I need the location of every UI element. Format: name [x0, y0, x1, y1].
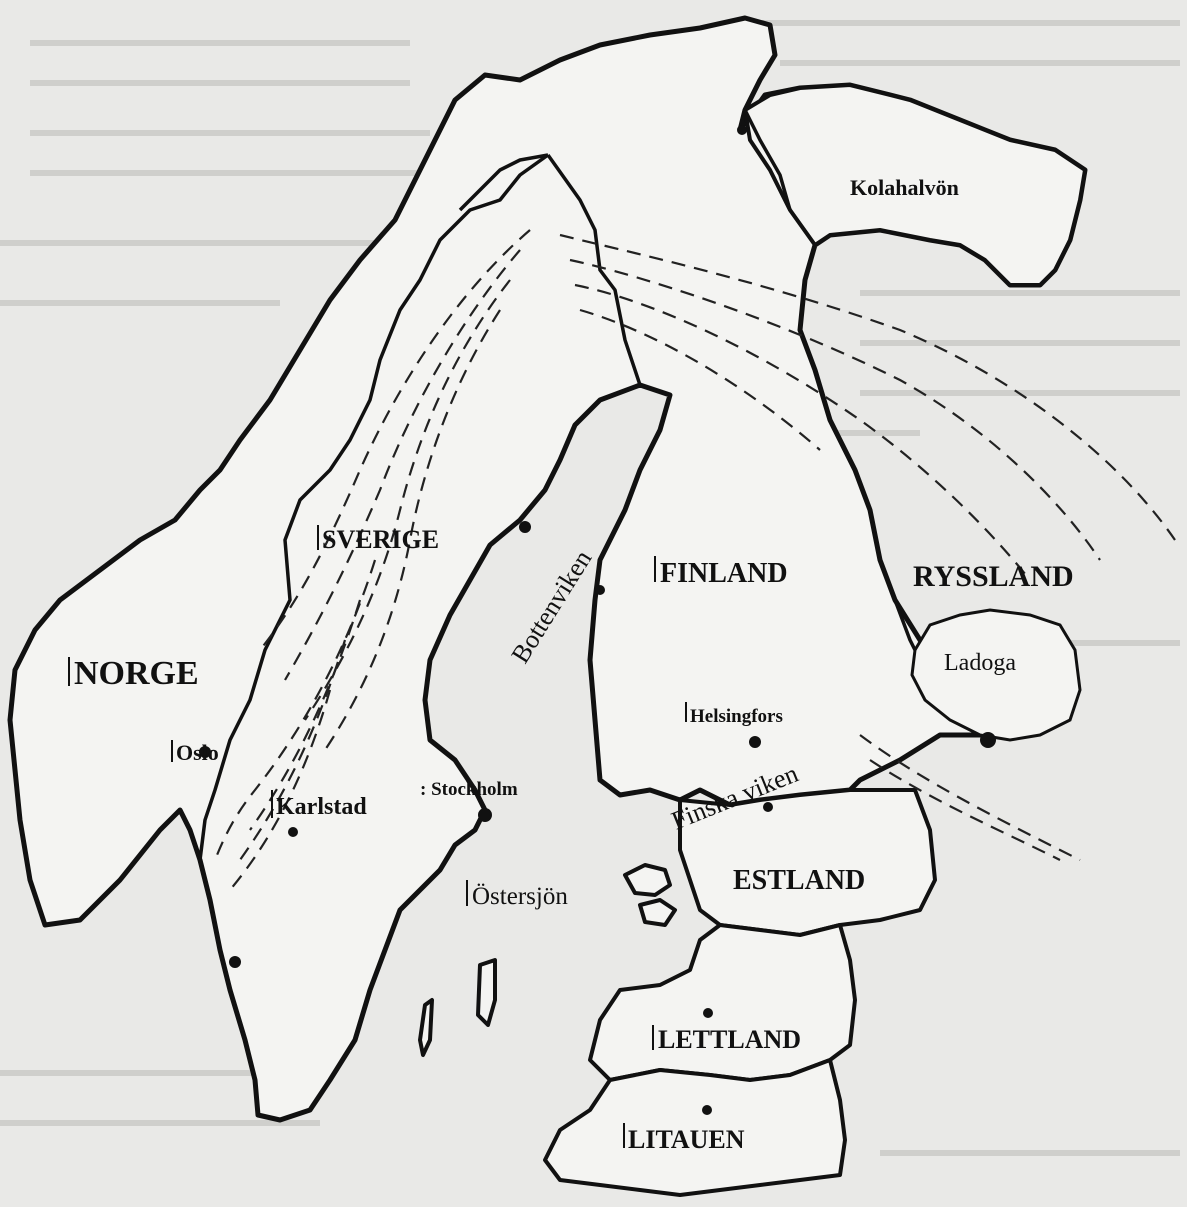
island-hiiumaa	[638, 898, 677, 927]
border-sweden-north	[458, 153, 549, 212]
label-helsingfors: Helsingfors	[690, 706, 783, 727]
label-ostersjon: Östersjön	[472, 883, 568, 910]
city-dot-stpetersburg	[980, 732, 996, 748]
estland-shape	[678, 788, 937, 937]
city-dot-vaasa	[595, 585, 605, 595]
label-bottenviken: Bottenviken	[505, 545, 597, 668]
island-gotland	[476, 958, 497, 1027]
lake-ladoga	[910, 608, 1082, 742]
city-dot-murmansk	[737, 125, 747, 135]
label-estland: ESTLAND	[733, 865, 865, 896]
city-dot-gothenburg	[229, 956, 241, 968]
city-markers	[199, 125, 996, 1115]
label-ladoga: Ladoga	[944, 650, 1016, 676]
litauen-shape	[543, 1058, 847, 1197]
label-finland: FINLAND	[660, 558, 788, 589]
city-dot-oulu	[519, 521, 531, 533]
label-karlstad: Karlstad	[276, 794, 367, 820]
label-litauen: LITAUEN	[628, 1125, 745, 1154]
border-finland-russia	[743, 109, 922, 661]
island-saaremaa	[623, 863, 672, 897]
label-ryssland: RYSSLAND	[913, 560, 1074, 593]
city-dot-karlstad	[288, 827, 298, 837]
city-dot-tallinn	[763, 802, 773, 812]
label-ticks	[68, 525, 687, 1148]
label-oslo: Oslo	[176, 740, 219, 765]
city-dot-riga	[703, 1008, 713, 1018]
lettland-shape	[588, 923, 857, 1082]
city-dot-stockholm	[478, 808, 492, 822]
label-kolahalvon: Kolahalvön	[850, 175, 959, 200]
city-dot-oslo	[199, 746, 211, 758]
border-norway-sweden	[198, 153, 550, 861]
label-norge: NORGE	[74, 655, 199, 692]
label-stockholm: : Stockholm	[420, 779, 518, 800]
dashed-arcs	[213, 229, 1176, 891]
city-dot-vilnius	[702, 1105, 712, 1115]
label-sverige: SVERIGE	[322, 525, 439, 554]
city-dot-helsingfors	[749, 736, 761, 748]
border-sweden-finland	[546, 153, 642, 386]
island-oland	[418, 998, 434, 1057]
label-lettland: LETTLAND	[658, 1025, 801, 1054]
